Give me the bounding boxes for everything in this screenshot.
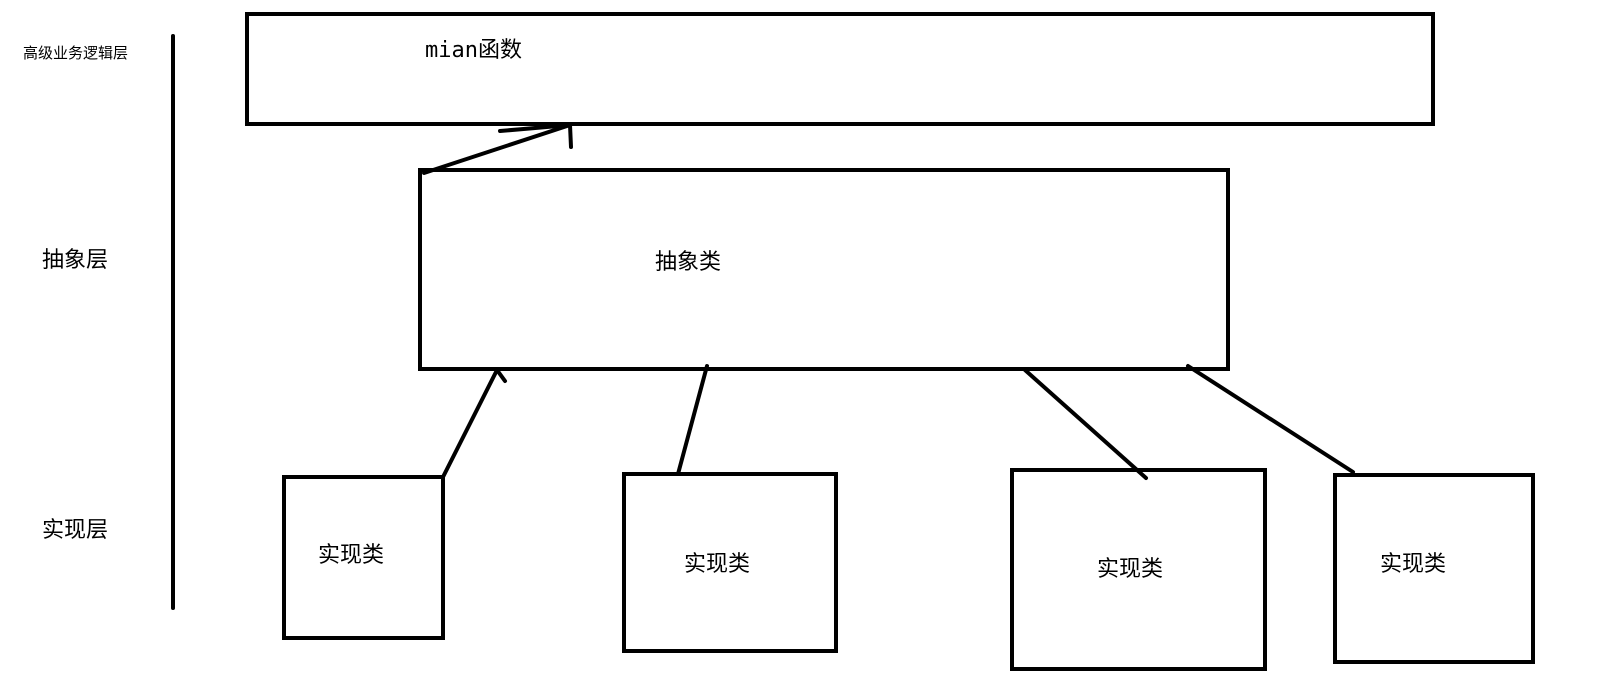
impl-class-label-2: 实现类: [684, 552, 751, 577]
impl-class-box-2: [622, 472, 838, 653]
impl-class-box-1: [282, 475, 445, 640]
connector-impl-1: [441, 368, 499, 479]
layer-label-impl: 实现层: [42, 518, 109, 543]
main-function-label: mian函数: [425, 38, 522, 63]
layer-label-high-level: 高级业务逻辑层: [23, 44, 129, 62]
layer-label-abstract: 抽象层: [42, 248, 109, 273]
abstract-class-box: [418, 168, 1230, 371]
connector-impl-2: [676, 364, 709, 476]
impl-class-box-4: [1333, 473, 1535, 664]
abstract-class-label: 抽象类: [655, 250, 722, 275]
impl-class-label-4: 实现类: [1380, 552, 1447, 577]
main-function-box: [245, 12, 1435, 126]
connector-impl-3: [1023, 368, 1148, 480]
connector-impl-4: [1186, 364, 1355, 474]
arrowhead-impl-1: [495, 368, 507, 383]
arrowhead-main-right: [568, 123, 573, 149]
impl-class-label-1: 实现类: [318, 543, 385, 568]
arrow-abstract-to-main: [422, 123, 572, 175]
impl-class-label-3: 实现类: [1097, 557, 1164, 582]
